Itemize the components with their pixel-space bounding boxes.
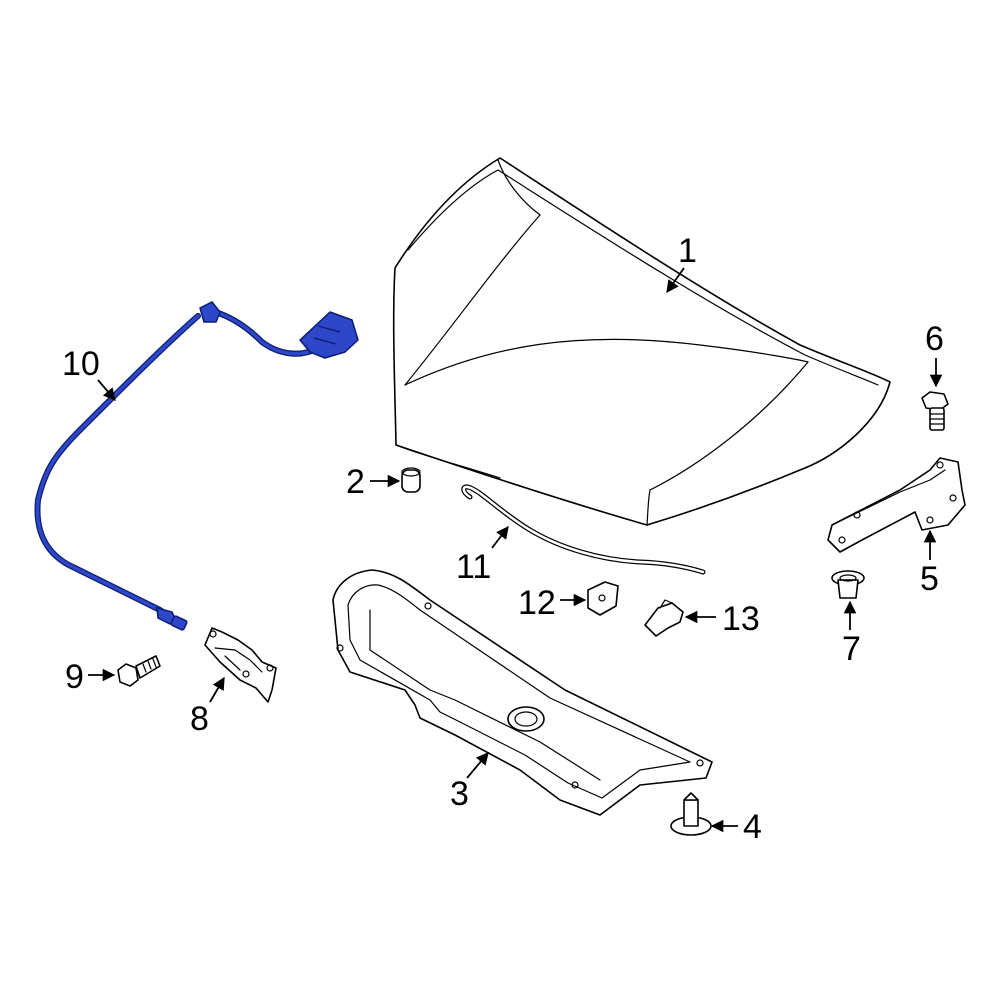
callout-1-label: 1	[678, 232, 697, 270]
callout-2-label: 2	[346, 463, 365, 501]
callout-8-arrow	[209, 676, 225, 703]
callout-12-label: 12	[518, 584, 556, 622]
part-8-latch	[204, 627, 277, 703]
part-2-bumper-stop	[401, 467, 421, 493]
part-9-bolt	[117, 655, 161, 687]
callout-3-arrow	[466, 752, 489, 779]
callout-10: 10	[62, 345, 116, 401]
callout-1: 1	[666, 232, 697, 294]
callout-8-label: 8	[190, 700, 209, 738]
callout-6-label: 6	[925, 320, 944, 358]
callout-9-label: 9	[65, 658, 84, 696]
callout-13: 13	[684, 600, 760, 638]
callout-8: 8	[190, 676, 225, 738]
callout-5-label: 5	[920, 560, 939, 598]
callout-2: 2	[346, 463, 401, 501]
part-10-release-cable	[34, 301, 359, 631]
callout-13-label: 13	[722, 600, 760, 638]
callout-11-arrow	[491, 525, 509, 549]
callout-1-arrow	[666, 267, 685, 294]
part-7-nut	[831, 570, 865, 599]
callout-11: 11	[456, 525, 509, 586]
callout-12: 12	[518, 584, 587, 622]
part-13-rod-clip	[644, 599, 684, 637]
callout-4: 4	[710, 808, 762, 846]
part-4-clip	[670, 792, 712, 836]
callout-6: 6	[925, 320, 944, 388]
callout-9: 9	[65, 658, 116, 696]
part-6-bolt	[921, 391, 949, 431]
part-3-hood-insulator	[332, 569, 713, 816]
callout-10-arrow	[97, 379, 116, 401]
callout-11-label: 11	[456, 548, 491, 586]
callout-5: 5	[920, 529, 939, 598]
callout-7: 7	[842, 600, 861, 668]
callout-4-label: 4	[743, 808, 762, 846]
callout-3: 3	[450, 752, 489, 813]
part-1-hood-panel	[392, 157, 891, 526]
part-5-hinge	[827, 457, 966, 553]
callout-3-label: 3	[450, 775, 469, 813]
part-11-prop-rod	[461, 484, 706, 575]
part-12-rod-holder	[587, 581, 619, 616]
callout-10-label: 10	[62, 345, 100, 383]
callout-7-label: 7	[842, 630, 861, 668]
